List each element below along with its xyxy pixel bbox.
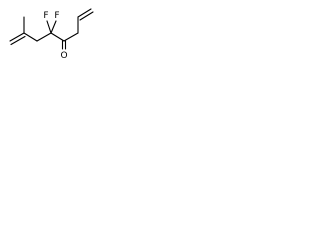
- fluorine-label-1: F: [43, 11, 48, 21]
- bond-c2-c3: [23, 32, 38, 42]
- oxygen-label: O: [60, 51, 67, 61]
- chemical-structure: F F O: [9, 8, 94, 61]
- bond-c7-c8-second: [79, 11, 94, 21]
- bond-c4-c5: [50, 32, 65, 42]
- bond-c4-f2: [50, 20, 57, 34]
- bond-c3-c4: [36, 32, 52, 42]
- bond-c7-c8: [77, 8, 92, 18]
- bond-c4-f1: [46, 20, 52, 34]
- bond-c1-c2-second: [10, 35, 26, 46]
- fluorine-label-2: F: [54, 11, 59, 21]
- bond-c5-c6: [63, 32, 79, 42]
- bond-c1-c2: [9, 32, 25, 42]
